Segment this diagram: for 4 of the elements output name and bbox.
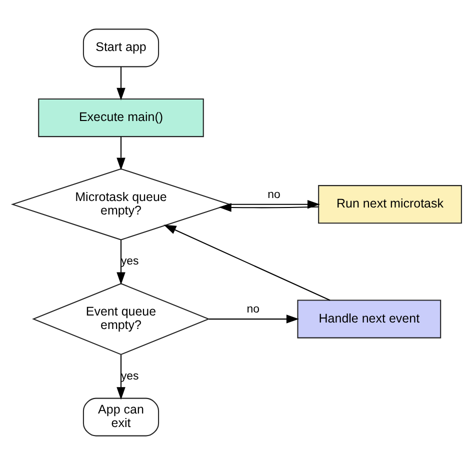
edge-label: no [246,303,260,316]
edge-label: no [268,188,280,200]
edge-label: yes [120,370,139,382]
edge-label: yes [120,255,139,268]
